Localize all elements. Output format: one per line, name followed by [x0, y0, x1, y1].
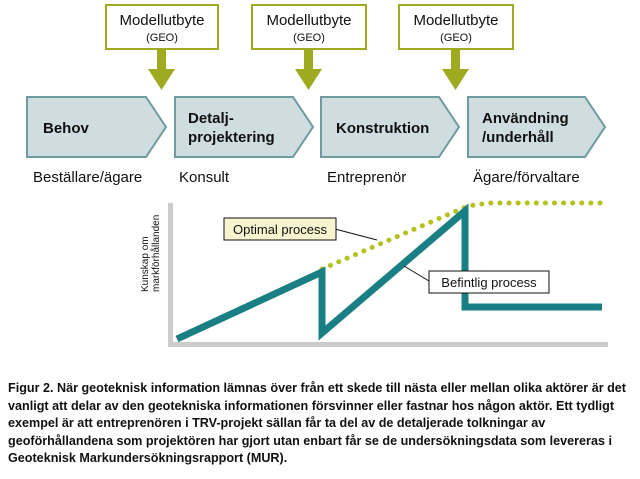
- stage-label: projektering: [188, 129, 275, 146]
- stage-label: /underhåll: [482, 129, 554, 146]
- actor-label: Beställare/ägare: [33, 169, 142, 186]
- down-arrow-icon: [148, 50, 175, 90]
- svg-text:Befintlig process: Befintlig process: [441, 275, 537, 290]
- stage-konstruktion: Konstruktion: [320, 96, 461, 158]
- actor-label: Konsult: [179, 169, 230, 186]
- stage-label: Behov: [43, 120, 90, 137]
- stage-label: Detalj-: [188, 110, 234, 127]
- stage-behov: Behov: [26, 96, 168, 158]
- chart-axes: [168, 203, 608, 347]
- svg-text:Kunskap om: Kunskap om: [140, 236, 151, 292]
- geo-box-subtitle: (GEO): [146, 32, 178, 44]
- actor-label: Ägare/förvaltare: [473, 169, 580, 186]
- geo-box-title: Modellutbyte: [119, 12, 204, 29]
- geo-box-3: Modellutbyte (GEO): [398, 4, 514, 50]
- current-process-label: Befintlig process: [403, 265, 550, 294]
- svg-text:markförhållanden: markförhållanden: [150, 215, 162, 292]
- figure-caption: Figur 2. När geoteknisk information lämn…: [8, 381, 626, 465]
- stage-detaljprojektering: Detalj- projektering: [174, 96, 315, 158]
- stage-label: Användning: [482, 110, 569, 127]
- geo-box-1: Modellutbyte (GEO): [105, 4, 219, 50]
- down-arrow-icon: [295, 50, 322, 90]
- geo-box-subtitle: (GEO): [293, 32, 325, 44]
- optimal-process-line: [319, 200, 607, 272]
- stage-label: Konstruktion: [336, 120, 429, 137]
- geo-box-2: Modellutbyte (GEO): [251, 4, 367, 50]
- process-diagram: Modellutbyte (GEO) Modellutbyte (GEO) Mo…: [26, 4, 608, 347]
- current-process-line: [175, 203, 602, 343]
- stage-anvandning: Användning /underhåll: [467, 96, 607, 158]
- svg-text:Optimal process: Optimal process: [233, 222, 327, 237]
- geo-box-title: Modellutbyte: [266, 12, 351, 29]
- down-arrow-icon: [442, 50, 469, 90]
- optimal-process-label: Optimal process: [223, 217, 378, 241]
- geo-box-title: Modellutbyte: [413, 12, 498, 29]
- y-axis-label: Kunskap om markförhållanden: [140, 215, 162, 292]
- geo-box-subtitle: (GEO): [440, 32, 472, 44]
- actor-label: Entreprenör: [327, 169, 406, 186]
